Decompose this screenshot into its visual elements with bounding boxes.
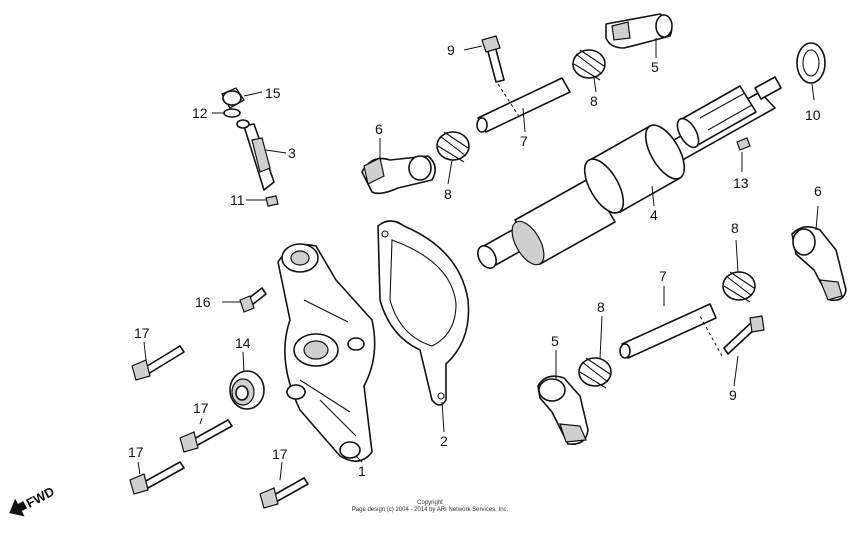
callout-3: 3	[288, 145, 296, 161]
callout-8-lower-right: 8	[731, 220, 739, 236]
dowel-pin	[736, 137, 751, 151]
bolt-17-a	[131, 345, 185, 381]
callout-8-upper-left: 8	[444, 186, 452, 202]
bolt-17-b	[179, 419, 233, 453]
callout-8-lower-middle: 8	[597, 299, 605, 315]
callout-13: 13	[733, 175, 749, 191]
shift-fork-lower	[537, 375, 589, 446]
callout-16: 16	[195, 294, 211, 310]
shift-fork-right	[791, 226, 847, 302]
bolt-16	[239, 287, 267, 313]
fwd-indicator: FWD	[9, 484, 57, 517]
callout-2: 2	[440, 433, 448, 449]
bolt-9-lower	[723, 315, 765, 355]
arrow-left-icon	[9, 498, 28, 517]
spring-lower-middle	[578, 357, 612, 389]
shift-fork-upper	[605, 13, 673, 49]
gasket	[377, 220, 470, 406]
callout-5-upper: 5	[651, 59, 659, 75]
spring-upper-left	[436, 131, 470, 163]
callout-7-upper: 7	[520, 133, 528, 149]
small-pin	[265, 195, 279, 207]
washer	[796, 42, 826, 84]
bolt-17-d	[259, 477, 309, 509]
copyright-line-1: Copyright	[417, 500, 443, 506]
callout-6-left: 6	[375, 121, 383, 137]
callout-4: 4	[650, 207, 658, 223]
callout-17-d: 17	[272, 446, 288, 462]
small-washer	[223, 108, 241, 118]
copyright-line-2: Page design (c) 2004 - 2014 by ARI Netwo…	[351, 507, 509, 513]
callout-14: 14	[235, 335, 251, 351]
copyright-notice: Copyright Page design (c) 2004 - 2014 by…	[330, 500, 530, 514]
callout-1: 1	[358, 463, 366, 479]
bolt-17-c	[129, 461, 185, 495]
guide-shaft-upper	[476, 77, 571, 133]
fwd-label: FWD	[24, 484, 57, 511]
callout-17-b: 17	[193, 400, 209, 416]
callout-9-upper: 9	[447, 42, 455, 58]
shift-fork-left	[361, 155, 436, 195]
housing	[277, 243, 376, 462]
callout-17-c: 17	[128, 444, 144, 460]
shift-drum	[477, 76, 782, 269]
spring-lower-right	[722, 271, 756, 303]
nut	[221, 87, 245, 109]
callout-8-upper-right: 8	[590, 93, 598, 109]
bolt-9-upper	[481, 35, 505, 83]
callout-15: 15	[265, 85, 281, 101]
callout-9-lower: 9	[729, 387, 737, 403]
callout-17-a: 17	[134, 325, 150, 341]
callout-6-right: 6	[814, 183, 822, 199]
lever	[236, 119, 275, 191]
callout-11: 11	[230, 192, 245, 208]
leader-lines	[137, 38, 819, 481]
guide-shaft-lower	[619, 303, 717, 359]
callout-10: 10	[805, 107, 821, 123]
callout-12: 12	[192, 105, 208, 121]
callout-labels: 9 5 8 7 6 8 10 13 4 15 12 3 11 6 8 7 8 5…	[128, 42, 822, 479]
spring-upper-right	[572, 49, 606, 81]
callout-7-lower: 7	[659, 268, 667, 284]
bearing	[229, 370, 265, 410]
callout-5-lower: 5	[551, 333, 559, 349]
